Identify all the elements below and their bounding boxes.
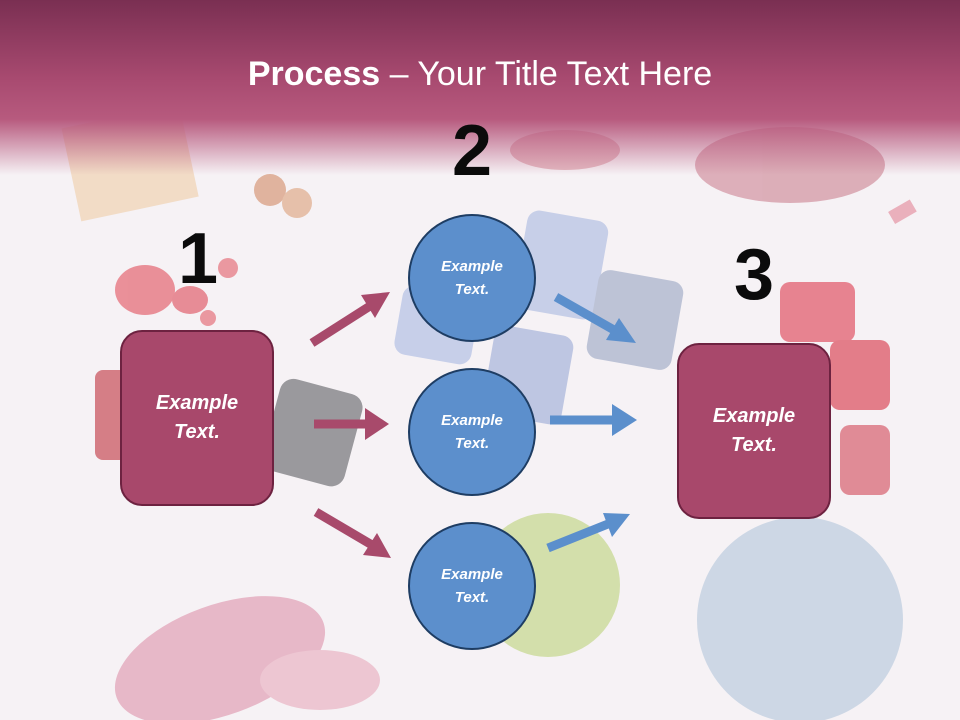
- lipsticks-decoration: [780, 282, 890, 495]
- step-number-2: 2: [451, 111, 493, 191]
- circle-bottom-line2: Text.: [454, 589, 490, 606]
- arrow-right-up: [546, 513, 630, 553]
- arrow-left-middle: [314, 408, 389, 440]
- bead-decoration: [254, 174, 286, 206]
- header-band: [0, 0, 960, 175]
- circle-middle-line1: Example: [441, 412, 503, 429]
- circle-middle-line2: Text.: [454, 435, 490, 452]
- circle-bottom: Example Text.: [408, 522, 536, 650]
- blue-powder-decoration: [697, 517, 903, 720]
- slide-title: Process – Your Title Text Here: [0, 52, 960, 96]
- arrow-left-down: [313, 508, 391, 558]
- step-number-1: 1: [177, 219, 219, 299]
- arrow-right-down: [553, 293, 636, 343]
- arrow-left-up: [309, 292, 390, 347]
- arrow-right-middle: [550, 404, 637, 436]
- nail-polish-spill-decoration: [115, 258, 238, 326]
- lipstick-smear-decoration: [114, 596, 380, 720]
- right-box-line1: Example: [712, 405, 796, 427]
- circle-top-line2: Text.: [454, 281, 490, 298]
- circle-top: Example Text.: [408, 214, 536, 342]
- title-bold: Process: [247, 55, 381, 93]
- right-box-line2: Text.: [731, 434, 777, 456]
- right-box: Example Text.: [677, 343, 831, 519]
- left-box: Example Text.: [120, 330, 274, 506]
- circle-top-line1: Example: [441, 258, 503, 275]
- left-box-line1: Example: [155, 392, 239, 414]
- step-number-3: 3: [733, 235, 775, 315]
- circle-bottom-line1: Example: [441, 566, 503, 583]
- circle-middle: Example Text.: [408, 368, 536, 496]
- bead-decoration: [282, 188, 312, 218]
- title-rest: – Your Title Text Here: [380, 55, 713, 93]
- left-box-line2: Text.: [174, 421, 220, 443]
